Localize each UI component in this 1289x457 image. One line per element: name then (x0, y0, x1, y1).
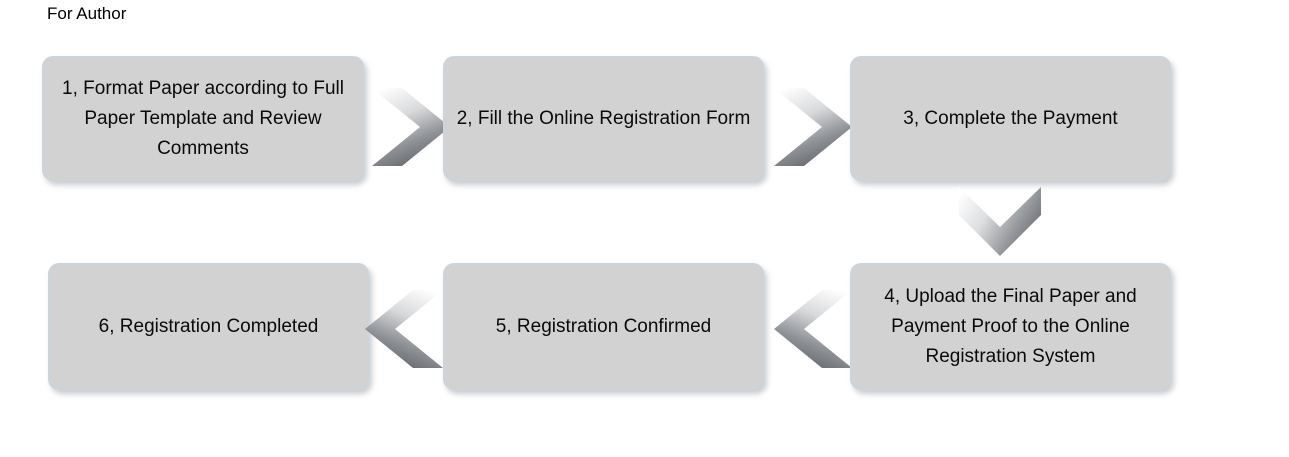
arrow-right-step1-to-step2 (360, 84, 452, 170)
flow-node-3-label: 3, Complete the Payment (903, 107, 1118, 129)
flow-node-5[interactable]: 5, Registration Confirmed (443, 263, 764, 390)
flow-node-1[interactable]: 1, Format Paper according to Full Paper … (42, 56, 364, 181)
arrow-left-step5-to-step6 (363, 286, 455, 372)
arrow-left-step4-to-step5 (772, 286, 864, 372)
flow-node-4-label: 4, Upload the Final Paper and Payment Pr… (884, 285, 1137, 367)
flow-node-2[interactable]: 2, Fill the Online Registration Form (443, 56, 764, 181)
page-title: For Author (47, 4, 127, 23)
flow-node-2-label: 2, Fill the Online Registration Form (456, 107, 751, 129)
flow-node-3[interactable]: 3, Complete the Payment (850, 56, 1171, 181)
flow-node-1-label: 1, Format Paper according to Full Paper … (62, 77, 344, 159)
flow-node-4[interactable]: 4, Upload the Final Paper and Payment Pr… (850, 263, 1171, 390)
flow-node-6-label: 6, Registration Completed (98, 315, 319, 337)
flow-node-6[interactable]: 6, Registration Completed (48, 263, 369, 390)
arrow-right-step2-to-step3 (762, 84, 854, 170)
flow-node-5-label: 5, Registration Confirmed (495, 315, 712, 337)
arrow-down-step3-to-step4 (955, 183, 1045, 259)
